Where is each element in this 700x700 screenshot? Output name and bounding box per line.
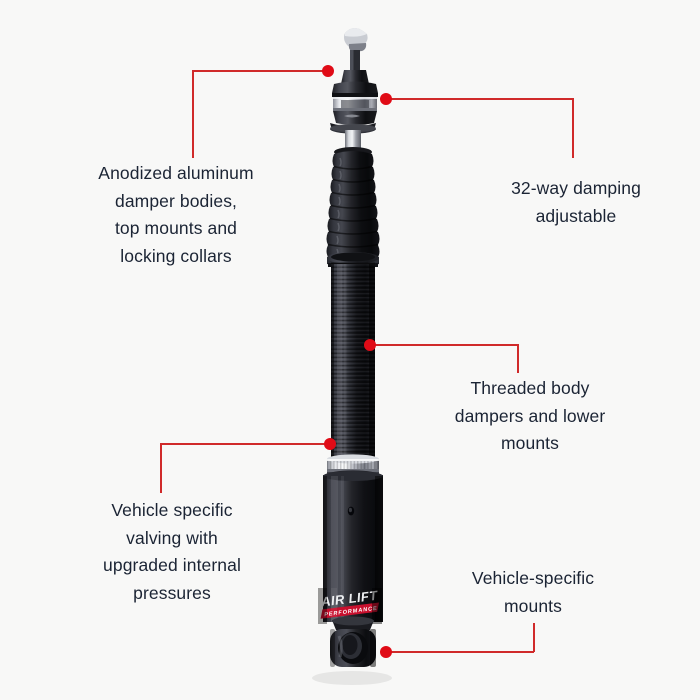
callout-text-anodized-aluminum: Anodized aluminum damper bodies, top mou… xyxy=(98,163,254,266)
piston-rod xyxy=(345,130,361,152)
callout-dot-mounts xyxy=(380,646,392,658)
callout-text-vehicle-specific-valving: Vehicle specific valving with upgraded i… xyxy=(103,500,241,603)
svg-text:PERFORMANCE: PERFORMANCE xyxy=(324,606,378,619)
upper-locking-collar xyxy=(327,252,379,268)
callout-text-vehicle-specific-mounts: Vehicle-specific mounts xyxy=(471,568,595,616)
leader-line-valving-horizontal xyxy=(160,443,330,445)
top-mount-stud xyxy=(344,27,368,72)
lower-locking-collar xyxy=(327,454,379,480)
leader-line-threaded-horizontal xyxy=(370,344,518,346)
callout-text-damping-adjustable: 32-way damping adjustable xyxy=(511,178,641,226)
callout-dot-damping xyxy=(380,93,392,105)
leader-line-valving-vertical xyxy=(160,443,162,493)
callout-text-threaded-body: Threaded body dampers and lower mounts xyxy=(454,378,606,454)
callout-dot-valving xyxy=(324,438,336,450)
leader-line-damping-horizontal xyxy=(388,98,574,100)
leader-line-damping-vertical xyxy=(572,98,574,158)
upper-shaft xyxy=(341,70,369,84)
lower-damper-cylinder xyxy=(323,471,383,622)
damping-adjuster-assembly xyxy=(330,81,378,134)
callout-dot-anodized xyxy=(322,65,334,77)
leader-line-anodized-horizontal xyxy=(192,70,330,72)
leader-line-mounts-vertical xyxy=(533,623,535,652)
leader-line-threaded-vertical xyxy=(517,344,519,373)
air-lift-brand-logo: AIR LIFT PERFORMANCE xyxy=(318,588,382,624)
leader-line-mounts-horizontal xyxy=(388,651,534,653)
threaded-damper-body xyxy=(331,262,375,467)
callout-dot-threaded xyxy=(364,339,376,351)
dust-boot-bellows xyxy=(326,147,380,260)
svg-text:AIR LIFT: AIR LIFT xyxy=(319,588,379,610)
leader-line-anodized-vertical xyxy=(192,70,194,158)
lower-bushing-mount xyxy=(330,616,376,667)
